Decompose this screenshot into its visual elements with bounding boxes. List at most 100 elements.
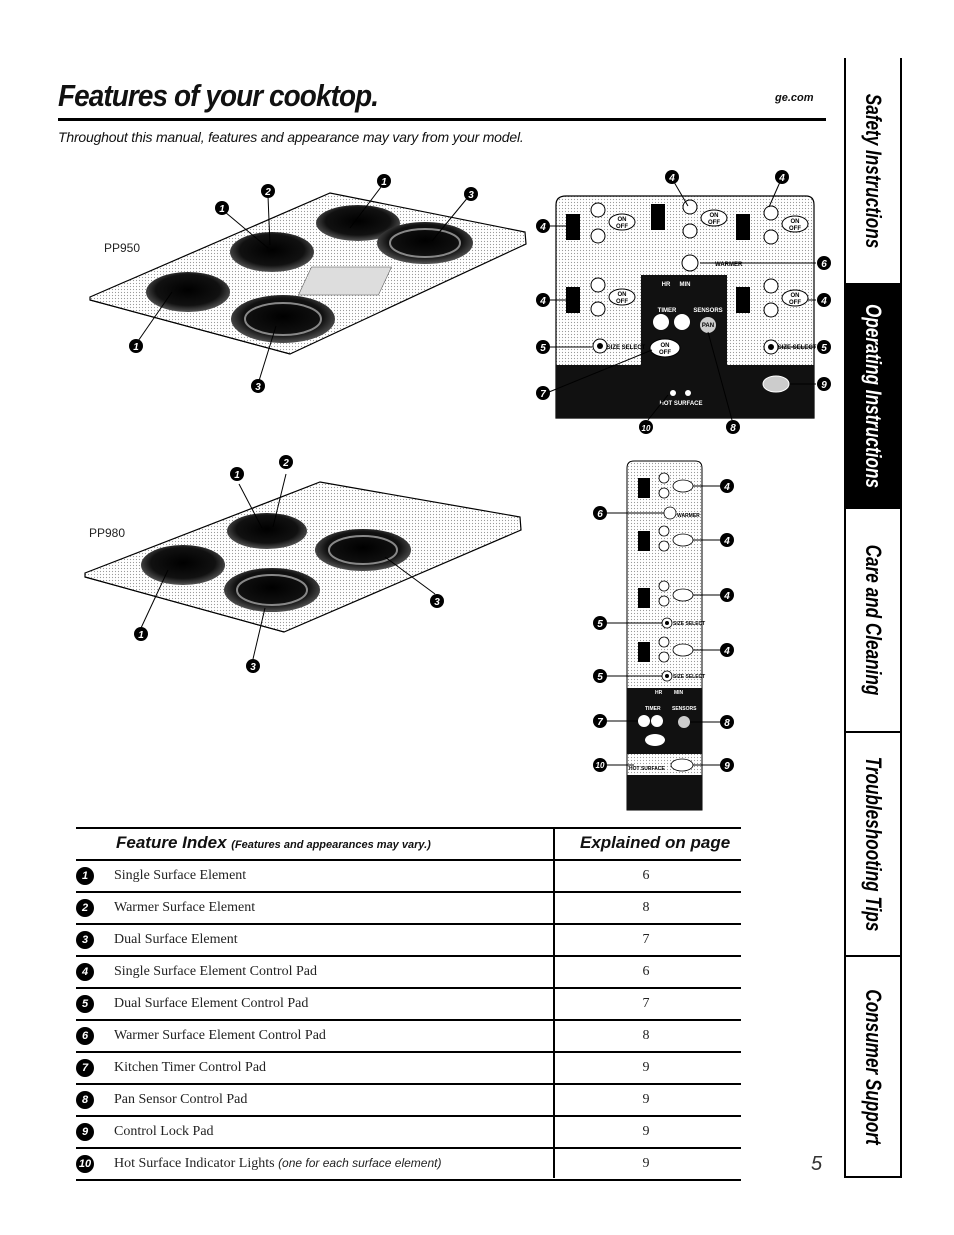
min-label: MIN <box>674 690 684 696</box>
page-title: Features of your cooktop. <box>58 78 379 113</box>
tab-operating-instructions[interactable]: Operating Instructions <box>846 285 900 509</box>
callout-5: 5 <box>817 340 831 354</box>
feature-name-text: Single Surface Element <box>114 868 247 883</box>
callout-5: 5 <box>593 616 607 630</box>
on-label: ON <box>618 217 627 223</box>
callout-4: 4 <box>720 479 734 493</box>
svg-text:4: 4 <box>723 482 730 493</box>
feature-page-number: 9 <box>642 1060 650 1075</box>
callout-1: 1 <box>134 627 148 641</box>
callout-4: 4 <box>720 643 734 657</box>
feature-number-badge: 7 <box>76 1059 94 1077</box>
svg-text:6: 6 <box>821 259 827 270</box>
callout-9: 9 <box>817 377 831 391</box>
feature-name: Warmer Surface Element <box>114 900 255 916</box>
feature-page-number: 8 <box>642 1028 650 1043</box>
svg-text:1: 1 <box>381 177 387 188</box>
feature-number-badge: 8 <box>76 1091 94 1109</box>
svg-text:10: 10 <box>596 761 605 770</box>
svg-text:4: 4 <box>778 173 785 184</box>
burner-rear-center <box>316 205 400 241</box>
callout-4: 4 <box>536 219 550 233</box>
feature-index-heading: Feature Index (Features and appearances … <box>116 833 431 853</box>
feature-page-number: 8 <box>642 900 650 915</box>
callout-4: 4 <box>720 533 734 547</box>
table-header: Feature Index (Features and appearances … <box>76 827 741 861</box>
svg-text:3: 3 <box>250 662 256 673</box>
feature-name-text: Hot Surface Indicator Lights <box>114 1156 275 1171</box>
warmer-label: WARMER <box>677 513 700 519</box>
column-divider <box>553 827 555 1178</box>
on-label: ON <box>791 293 800 299</box>
tab-consumer-support[interactable]: Consumer Support <box>846 957 900 1178</box>
table-row: 7 Kitchen Timer Control Pad 9 <box>76 1053 741 1085</box>
feature-number-badge: 9 <box>76 1123 94 1141</box>
burner-pp980-front-center-dual <box>224 568 320 612</box>
svg-text:3: 3 <box>468 190 474 201</box>
feature-name: Dual Surface Element Control Pad <box>114 996 308 1012</box>
tab-care-and-cleaning[interactable]: Care and Cleaning <box>846 509 900 733</box>
pp950-control-panel: ON OFF ON OFF ON OFF ON OFF ON OFF WARME… <box>536 170 831 434</box>
feature-number-badge: 10 <box>76 1155 94 1173</box>
svg-text:4: 4 <box>539 296 546 307</box>
size-select-label: SIZE SELECT <box>778 345 817 351</box>
callout-9: 9 <box>720 758 734 772</box>
tab-label: Care and Cleaning <box>861 544 886 696</box>
feature-name: Control Lock Pad <box>114 1124 214 1140</box>
feature-name-text: Control Lock Pad <box>114 1124 214 1139</box>
feature-page-number: 6 <box>642 868 650 883</box>
feature-name: Single Surface Element <box>114 868 246 884</box>
svg-text:1: 1 <box>234 470 240 481</box>
callout-4: 4 <box>665 170 679 184</box>
callout-1: 1 <box>129 339 143 353</box>
feature-page-number: 6 <box>642 964 650 979</box>
callout-6: 6 <box>817 256 831 270</box>
timer-label: TIMER <box>645 706 661 712</box>
tab-troubleshooting-tips[interactable]: Troubleshooting Tips <box>846 733 900 957</box>
feature-name-text: Kitchen Timer Control Pad <box>114 1060 267 1075</box>
burner-rear-right-dual <box>377 222 473 264</box>
size-select-label: SIZE SELECT <box>673 621 705 627</box>
svg-text:9: 9 <box>821 380 827 391</box>
site-url[interactable]: ge.com <box>775 92 814 104</box>
feature-name-text: Single Surface Element Control Pad <box>114 964 317 979</box>
feature-page-number: 9 <box>642 1092 650 1107</box>
tab-safety-instructions[interactable]: Safety Instructions <box>846 58 900 285</box>
svg-text:10: 10 <box>642 424 651 433</box>
model-label-pp950: PP950 <box>104 241 140 255</box>
callout-5: 5 <box>536 340 550 354</box>
svg-text:7: 7 <box>597 717 603 728</box>
feature-number-badge: 6 <box>76 1027 94 1045</box>
feature-index-title: Feature Index <box>116 833 227 852</box>
burner-front-left <box>146 272 230 312</box>
svg-text:1: 1 <box>133 342 139 353</box>
callout-3: 3 <box>430 594 444 608</box>
feature-name: Hot Surface Indicator Lights (one for ea… <box>114 1156 441 1172</box>
feature-index-table: Feature Index (Features and appearances … <box>76 827 741 1181</box>
callout-2: 2 <box>279 455 293 469</box>
feature-page-number: 7 <box>642 996 650 1011</box>
pp980-control-panel: WARMER SIZE SELECT SIZE SELECT HOT SURFA… <box>593 460 734 811</box>
svg-text:8: 8 <box>724 718 730 729</box>
page-subtitle: Throughout this manual, features and app… <box>58 129 524 145</box>
pan-label: PAN <box>702 323 714 329</box>
burner-rear-left <box>230 232 314 272</box>
callout-8: 8 <box>720 715 734 729</box>
callout-10: 10 <box>639 420 653 434</box>
burner-pp980-rear-left <box>227 513 307 549</box>
burner-pp980-front-left <box>141 545 225 585</box>
feature-index-note: (Features and appearances may vary.) <box>231 839 431 851</box>
callout-1: 1 <box>230 467 244 481</box>
feature-number-badge: 3 <box>76 931 94 949</box>
warmer-label: WARMER <box>715 262 743 268</box>
callout-3: 3 <box>464 187 478 201</box>
svg-text:4: 4 <box>539 222 546 233</box>
hr-label: HR <box>662 282 671 288</box>
